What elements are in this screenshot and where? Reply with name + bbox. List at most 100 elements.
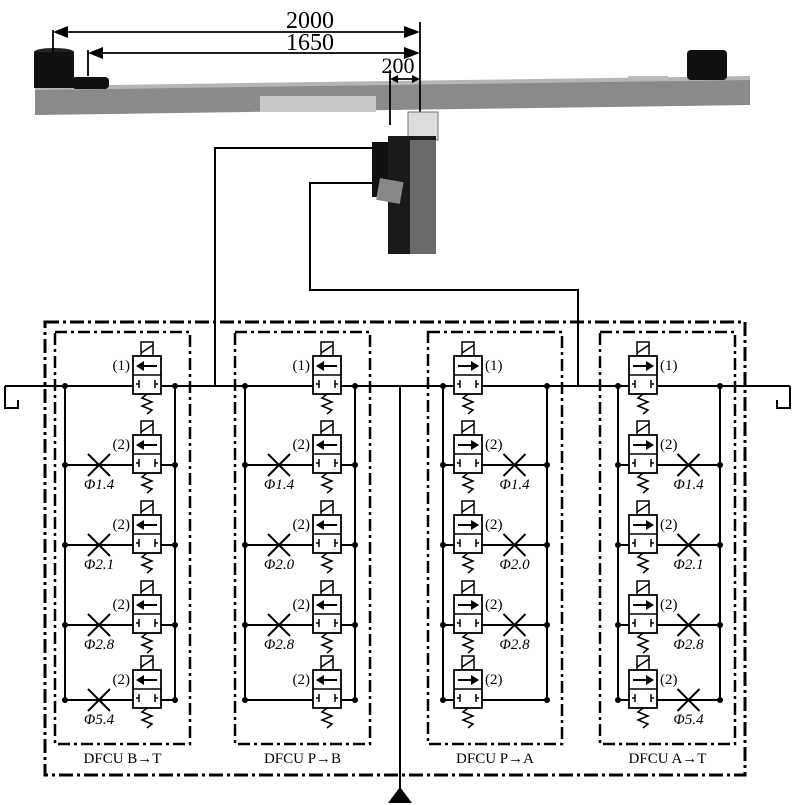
spring-icon: [635, 472, 651, 494]
solenoid-valve: (2): [453, 580, 503, 654]
valve-label: (2): [485, 437, 503, 453]
orifice-diameter-label: Φ2.1: [84, 557, 114, 573]
spring-icon: [139, 707, 155, 729]
blocked-port-icon: [632, 459, 654, 467]
junction-dot: [440, 542, 446, 548]
valve-label: (2): [660, 517, 678, 533]
junction-dot: [352, 622, 358, 628]
orifice-icon: [87, 453, 111, 477]
solenoid-valve: (2): [628, 500, 678, 574]
blocked-port-icon: [457, 459, 479, 467]
blocked-port-icon: [316, 694, 338, 702]
spring-icon: [635, 393, 651, 415]
valve-label: (2): [485, 517, 503, 533]
orifice-diameter-label: Φ5.4: [673, 712, 704, 728]
blocked-port-icon: [632, 619, 654, 627]
blocked-port-icon: [632, 539, 654, 547]
unit-name-label: DFCU B→T: [84, 751, 162, 767]
valve-label: (2): [485, 672, 503, 688]
blocked-port-icon: [632, 380, 654, 388]
valve-label: (2): [660, 437, 678, 453]
hydraulic-cylinder: [372, 111, 439, 254]
junction-dot: [352, 697, 358, 703]
orifice-diameter-label: Φ2.0: [499, 557, 530, 573]
blocked-port-icon: [457, 380, 479, 388]
orifice-icon: [267, 453, 291, 477]
solenoid-valve: (1): [453, 341, 503, 415]
junction-dot: [717, 622, 723, 628]
spring-icon: [319, 472, 335, 494]
weight-small-left: [72, 77, 109, 89]
valve-label: (2): [113, 672, 131, 688]
valve-label: (1): [660, 358, 678, 374]
junction-dot: [544, 462, 550, 468]
orifice-icon: [87, 613, 111, 637]
junction-dot: [172, 542, 178, 548]
unit-name-label: DFCU P→B: [264, 751, 341, 767]
junction-dot: [544, 697, 550, 703]
orifice-diameter-label: Φ2.1: [673, 557, 703, 573]
spring-icon: [460, 632, 476, 654]
solenoid-valve: (2): [453, 500, 503, 574]
solenoid-valve: (2): [293, 500, 342, 574]
valve-label: (2): [485, 597, 503, 613]
solenoid-valve: (2): [628, 580, 678, 654]
dimension-arrowheads: [53, 26, 420, 83]
solenoid-valve: (1): [293, 341, 342, 415]
spring-icon: [635, 552, 651, 574]
blocked-port-icon: [136, 459, 158, 467]
orifice-icon: [502, 613, 527, 637]
unit-boundary: [53, 330, 192, 746]
blocked-port-icon: [632, 694, 654, 702]
solenoid-valve: (2): [293, 420, 342, 494]
junction-dot: [62, 697, 68, 703]
valve-label: (1): [113, 358, 131, 374]
junction-dot: [242, 697, 248, 703]
valve-label: (2): [293, 672, 311, 688]
orifice-diameter-label: Φ2.8: [673, 637, 704, 653]
junction-dot: [352, 462, 358, 468]
junction-dot: [440, 697, 446, 703]
junction-dot: [544, 542, 550, 548]
junction-dot: [242, 622, 248, 628]
valve-label: (2): [113, 517, 131, 533]
solenoid-valve: (2): [293, 580, 342, 654]
dimension-200: 200: [382, 53, 415, 78]
orifice-icon: [502, 453, 527, 477]
orifice-icon: [87, 688, 111, 712]
junction-dot: [544, 383, 550, 389]
solenoid-valve: (2): [293, 655, 342, 729]
orifice-icon: [676, 688, 701, 712]
junction-dot: [440, 622, 446, 628]
junction-dot: [440, 462, 446, 468]
blocked-port-icon: [316, 619, 338, 627]
dimension-lines: [52, 22, 421, 125]
system-boundary: [43, 320, 747, 777]
solenoid-valve: (2): [453, 655, 503, 729]
junction-dot: [544, 622, 550, 628]
valve-label: (2): [660, 597, 678, 613]
blocked-port-icon: [136, 619, 158, 627]
junction-dot: [352, 542, 358, 548]
junction-dot: [62, 462, 68, 468]
solenoid-valve: (1): [113, 341, 162, 415]
junction-dot: [717, 697, 723, 703]
orifice-diameter-label: Φ2.8: [264, 637, 295, 653]
spring-icon: [635, 707, 651, 729]
blocked-port-icon: [457, 619, 479, 627]
beam-assembly: [34, 48, 750, 115]
junction-dot: [615, 462, 621, 468]
spring-icon: [635, 632, 651, 654]
junction-dot: [615, 697, 621, 703]
dimension-1650: 1650: [286, 30, 334, 56]
blocked-port-icon: [136, 380, 158, 388]
orifice-diameter-label: Φ2.8: [84, 637, 115, 653]
junction-dot: [717, 462, 723, 468]
unit-boundary: [598, 330, 737, 746]
junction-dot: [242, 462, 248, 468]
junction-dot: [717, 542, 723, 548]
valve-label: (2): [113, 437, 131, 453]
